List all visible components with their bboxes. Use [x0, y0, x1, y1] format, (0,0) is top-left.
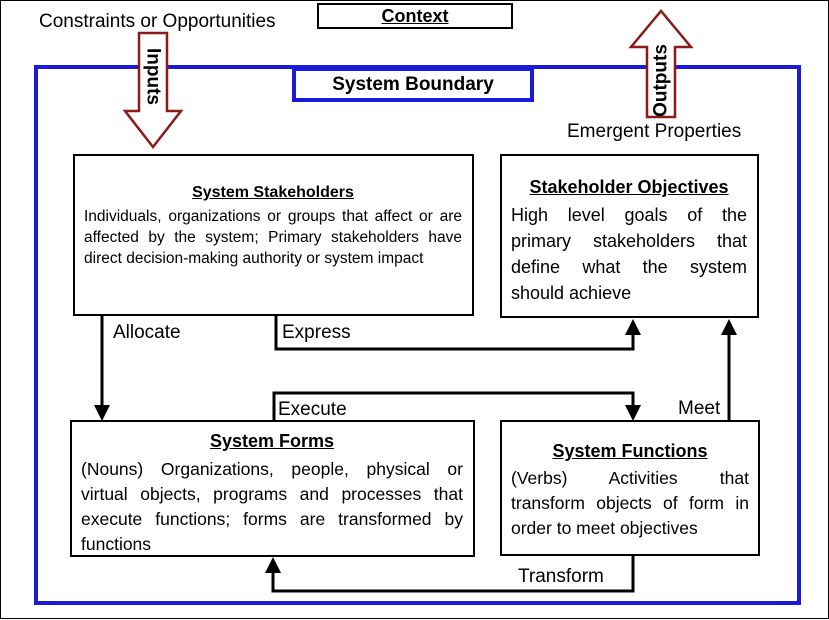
execute-line: [272, 391, 635, 420]
system-boundary-label: System Boundary: [292, 67, 534, 102]
transform-line: [271, 555, 635, 593]
outputs-arrow-shape: [628, 9, 694, 119]
stakeholders-body: Individuals, organizations or groups tha…: [84, 207, 462, 267]
execute-label: Execute: [278, 399, 347, 420]
functions-body: (Verbs) Activities that transform object…: [511, 467, 749, 538]
stakeholders-title: System Stakeholders: [192, 184, 354, 201]
outputs-label: Outputs: [650, 44, 672, 117]
objectives-body: High level goals of the primary stakehol…: [511, 204, 747, 303]
functions-title: System Functions: [552, 441, 708, 461]
forms-box: System Forms (Nouns) Organizations, peop…: [70, 420, 475, 557]
context-box: Context: [317, 3, 513, 29]
allocate-arrowhead: [94, 405, 110, 421]
forms-title: System Forms: [209, 431, 335, 451]
express-arrowhead: [625, 319, 641, 335]
transform-label: Transform: [518, 566, 604, 587]
objectives-box: Stakeholder Objectives High level goals …: [500, 154, 759, 318]
transform-arrowhead: [265, 557, 281, 573]
forms-body: (Nouns) Organizations, people, physical …: [81, 458, 463, 554]
constraints-label: Constraints or Opportunities: [39, 11, 276, 32]
execute-arrowhead: [625, 405, 641, 421]
emergent-properties-label: Emergent Properties: [567, 121, 742, 142]
functions-box: System Functions (Verbs) Activities that…: [500, 420, 760, 556]
inputs-arrow-shape: [122, 31, 184, 150]
stakeholders-box: System Stakeholders Individuals, organiz…: [73, 154, 474, 316]
allocate-label: Allocate: [113, 322, 181, 343]
meet-label: Meet: [678, 398, 721, 419]
express-line: [274, 315, 635, 351]
inputs-label: Inputs: [142, 48, 164, 105]
objectives-title: Stakeholder Objectives: [529, 177, 729, 197]
meet-arrowhead: [721, 319, 737, 335]
express-label: Express: [282, 322, 351, 343]
